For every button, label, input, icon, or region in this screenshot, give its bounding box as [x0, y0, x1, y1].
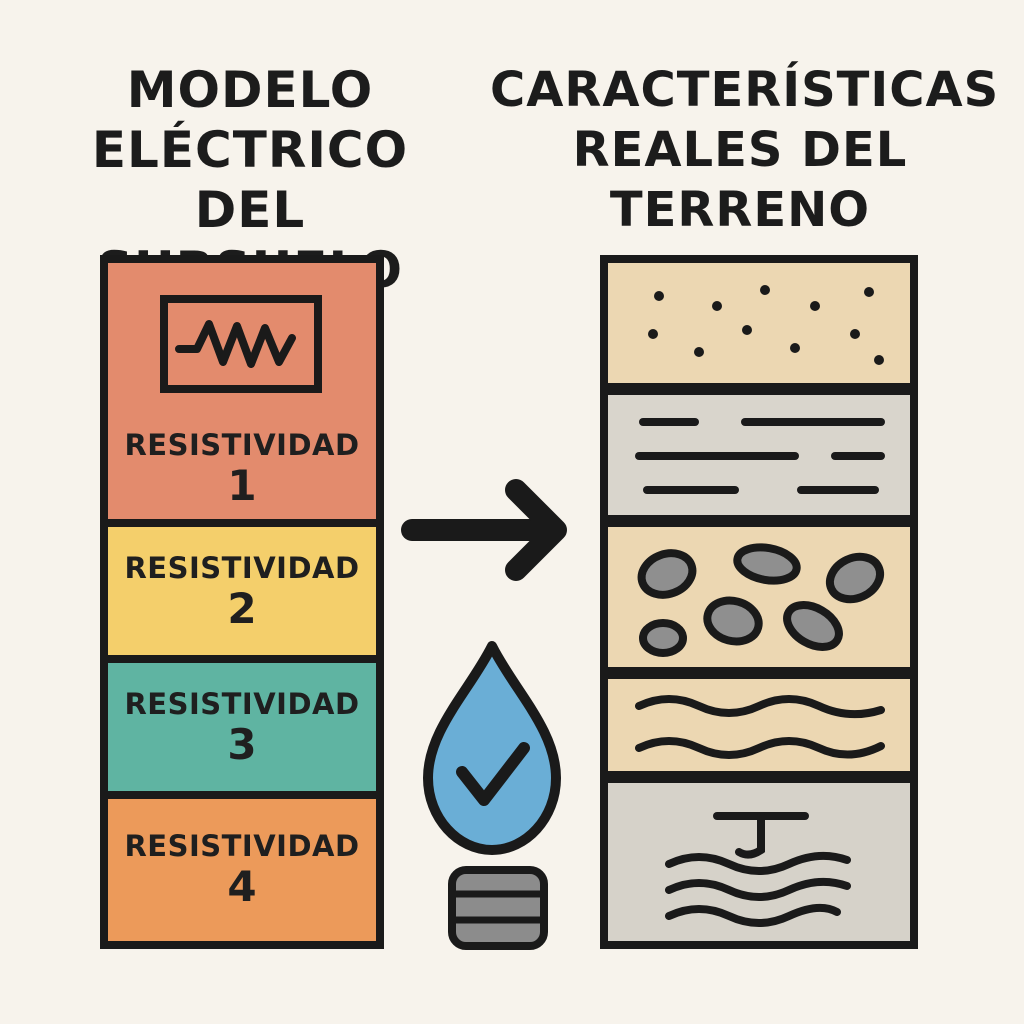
layer-label: RESISTIVIDAD: [124, 551, 360, 585]
electrical-column-frame: [100, 255, 384, 949]
resistivity-layer-4: RESISTIVIDAD 4: [99, 796, 385, 944]
aquifer-well-icon: [665, 812, 851, 927]
layer-label: RESISTIVIDAD: [124, 687, 360, 721]
silt-pattern: [635, 695, 885, 759]
title-line: CARACTERÍSTICAS: [490, 62, 1000, 118]
title-line: TERRENO: [609, 182, 871, 238]
sand-layer: [600, 255, 918, 391]
terrain-column-frame: [600, 255, 918, 949]
layer-label: RESISTIVIDAD: [124, 428, 360, 462]
water-drop-check-icon: [423, 641, 561, 855]
title-line: REALES DEL: [572, 122, 908, 178]
layer-number: 4: [227, 862, 257, 911]
resistivity-layer-4-box: [100, 791, 384, 949]
electrical-model-column: RESISTIVIDAD 1 RESISTIVIDAD 2 RESISTIVID…: [99, 254, 385, 950]
bedrock-aquifer-layer: [600, 775, 918, 949]
terrain-title: CARACTERÍSTICAS REALES DEL TERRENO: [490, 60, 1000, 240]
title-line: MODELO: [126, 61, 374, 119]
terrain-column: [599, 254, 919, 950]
resistivity-layer-2: RESISTIVIDAD 2: [99, 524, 385, 660]
layer-number: 3: [227, 720, 257, 769]
sand-pattern: [648, 285, 884, 365]
layer-label: RESISTIVIDAD: [124, 829, 360, 863]
resistivity-layer-1: RESISTIVIDAD 1: [99, 414, 385, 524]
resistivity-layer-2-box: [100, 519, 384, 663]
gravel-pattern: [637, 543, 885, 657]
resistivity-signal-icon: [160, 295, 322, 393]
layer-number: 1: [227, 461, 257, 510]
data-storage-icon: [448, 866, 548, 950]
right-arrow-icon: [401, 479, 567, 581]
title-line: ELÉCTRICO: [91, 121, 409, 179]
clay-pattern: [635, 418, 885, 494]
resistivity-layer-3: RESISTIVIDAD 3: [99, 660, 385, 796]
silt-layer: [600, 671, 918, 779]
layer-number: 2: [227, 584, 257, 633]
